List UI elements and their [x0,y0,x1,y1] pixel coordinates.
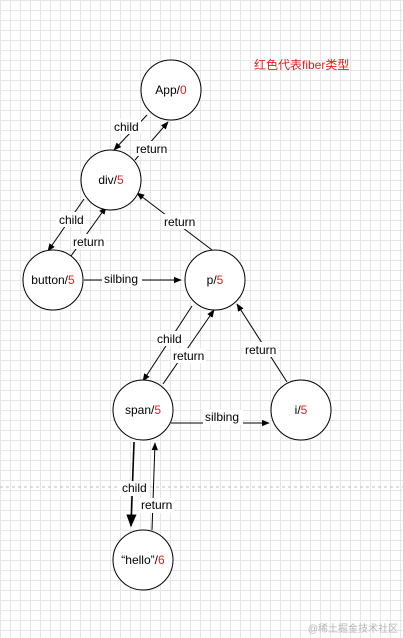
node-hello: “hello”/6 [112,529,174,591]
edge-labels: child return child return return silbing… [56,119,278,513]
node-name: “hello” [121,553,154,567]
edge-label-child: child [59,213,84,227]
node-name: span [125,403,151,417]
svg-text:p/5: p/5 [207,273,224,287]
edge-label-return: return [73,235,104,249]
node-type: 5 [217,273,224,287]
edge-label-return: return [245,343,276,357]
edge-label-child: child [114,120,139,134]
node-type: 5 [301,403,308,417]
node-type: 5 [68,273,75,287]
edge-span-p-return [162,309,215,385]
svg-text:div/5: div/5 [98,173,124,187]
edge-label-return: return [136,142,167,156]
node-name: p [207,273,214,287]
svg-text:span/5: span/5 [125,403,161,417]
edge-label-sibling: silbing [104,272,138,286]
node-type: 5 [117,173,124,187]
edge-label-return: return [141,498,172,512]
edge-label-sibling: silbing [205,410,239,424]
node-type: 5 [154,403,161,417]
edge-label-return: return [164,215,195,229]
node-button: button/5 [22,249,84,311]
node-type: 0 [180,83,187,97]
edge-label-child: child [157,332,182,346]
edge-hello-span-return [151,442,158,531]
node-i: i/5 [270,379,332,441]
svg-text:“hello”/6: “hello”/6 [121,553,165,567]
node-div: div/5 [80,149,142,211]
node-type: 6 [158,553,165,567]
svg-text:App/0: App/0 [155,83,187,97]
node-name: i [295,403,298,417]
node-app: App/0 [140,59,202,121]
legend-text: 红色代表fiber类型 [254,57,349,72]
edge-label-child: child [122,481,147,495]
node-name: button [31,273,64,287]
edge-label-return: return [173,349,204,363]
node-name: div [98,173,113,187]
svg-text:i/5: i/5 [295,403,308,417]
node-name: App [155,83,177,97]
node-span: span/5 [112,379,174,441]
node-p: p/5 [184,249,246,311]
svg-text:button/5: button/5 [31,273,75,287]
watermark-text: @稀土掘金技术社区 [308,622,398,635]
